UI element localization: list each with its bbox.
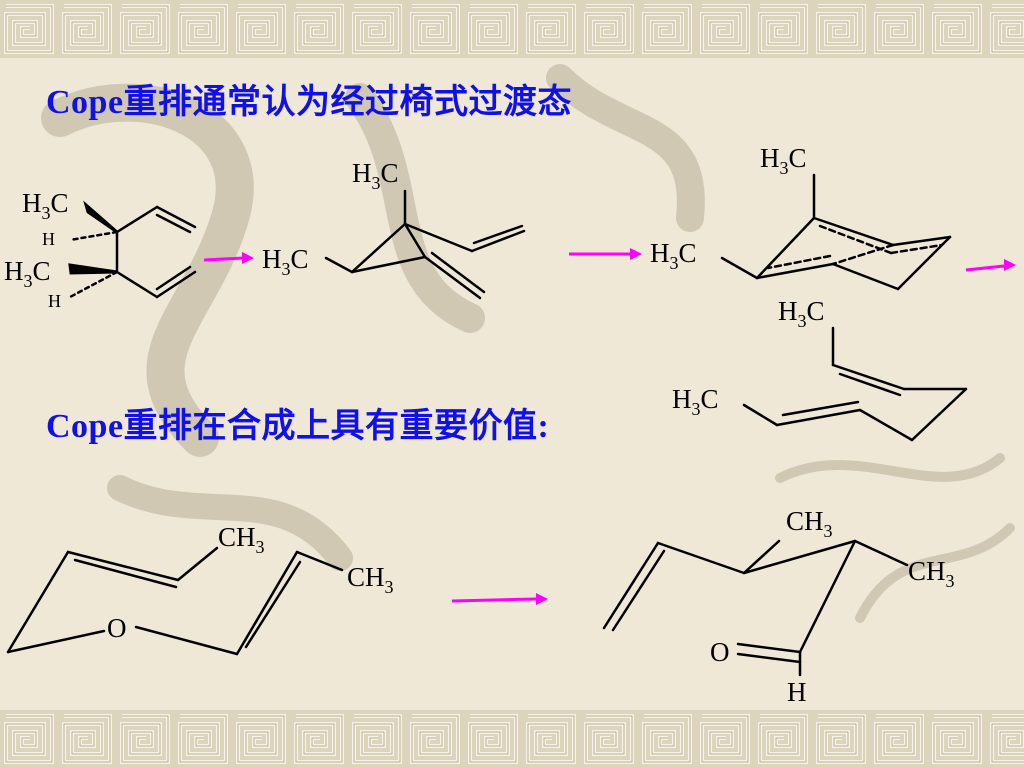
structure-1-diene <box>68 205 197 299</box>
label-h3c-7: H3C <box>778 296 825 331</box>
label-h3c-6: H3C <box>650 238 697 273</box>
arrow-4 <box>451 593 548 605</box>
heading-chair-transition-state: Cope重排通常认为经过椅式过渡态 <box>46 84 573 121</box>
label-h3c-1: H3C <box>22 188 69 223</box>
structure-4-cyclodecadiene <box>742 326 968 442</box>
label-ch3-4: CH3 <box>908 556 955 591</box>
label-h3c-4: H3C <box>262 244 309 279</box>
atom-labels: H3C H H3C H H3C H3C H3C H3C H3C H3C CH3 … <box>4 143 955 707</box>
label-h3c-2: H3C <box>4 256 51 291</box>
label-h-2: H <box>48 291 61 311</box>
label-oxygen-1: O <box>107 613 127 643</box>
label-ch3-2: CH3 <box>347 562 394 597</box>
label-h-1: H <box>42 229 55 249</box>
arrow-3 <box>965 259 1016 272</box>
structure-3-chair-transition-state <box>720 173 952 291</box>
label-ch3-1: CH3 <box>218 522 265 557</box>
structure-6-aldehyde-product <box>602 539 909 677</box>
arrow-2 <box>569 248 642 260</box>
label-aldehyde-h: H <box>787 677 807 707</box>
label-ch3-3: CH3 <box>786 506 833 541</box>
heading-synthetic-value: Cope重排在合成上具有重要价值: <box>46 408 550 445</box>
top-border-pattern <box>0 0 1024 58</box>
bottom-border-pattern <box>0 710 1024 768</box>
reaction-arrows <box>203 248 1016 605</box>
label-oxygen-2: O <box>710 637 730 667</box>
label-h3c-8: H3C <box>672 384 719 419</box>
arrow-1 <box>203 252 254 264</box>
label-h3c-3: H3C <box>352 158 399 193</box>
structure-5-allyl-vinyl-ether <box>6 546 344 656</box>
label-h3c-5: H3C <box>760 143 807 178</box>
structure-2-cyclopropane <box>324 189 526 300</box>
